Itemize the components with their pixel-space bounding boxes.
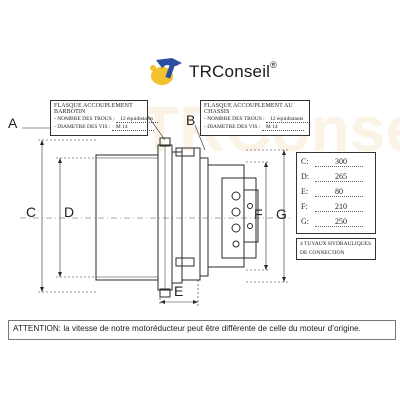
label-e: E (174, 283, 184, 299)
label-d: D (64, 204, 75, 220)
label-g: G (276, 206, 287, 222)
motor-hub (207, 164, 245, 268)
dimensions-table: C:300 D:265 E:80 F:210 G:250 (296, 152, 376, 234)
dimension-row-g: G:250 (301, 217, 373, 228)
flange-chassis-holes: - NOMBRE DES TROUS : 12 équidistants (204, 116, 309, 123)
label-c: C (26, 204, 37, 220)
hydraulics-line-2: DE CONNECTION (300, 250, 345, 256)
trconseil-logo: TRConseil® (142, 54, 292, 90)
attention-notice: ATTENTION: la vitesse de notre motoréduc… (8, 320, 396, 340)
dimension-row-f: F:210 (301, 202, 373, 213)
flange-chassis-box: FLASQUE ACCOUPLEMENT AU CHASSIS - NOMBRE… (200, 100, 310, 136)
flange-barbotin-title: FLASQUE ACCOUPLEMENT BARBOTIN (54, 103, 133, 115)
dimension-row-d: D:265 (301, 172, 373, 183)
logo-mark-icon (150, 58, 182, 85)
motor-drum (95, 154, 159, 281)
hydraulics-note: 4 TUYAUX HYDRAULIQUES DE CONNECTION (296, 238, 376, 260)
label-f: F (254, 206, 263, 222)
dimension-row-c: C:300 (301, 157, 373, 168)
flange-barbotin-screw: - DIAMETRE DES VIS : M 14 (54, 124, 154, 131)
hydraulics-line-1: 4 TUYAUX HYDRAULIQUES (300, 241, 372, 247)
flange-barbotin-box: FLASQUE ACCOUPLEMENT BARBOTIN - NOMBRE D… (50, 100, 159, 136)
attention-notice-text: ATTENTION: la vitesse de notre motoréduc… (13, 324, 361, 333)
label-b: B (186, 112, 196, 128)
brand-name: TRConseil® (189, 60, 277, 81)
chassis-flange (181, 147, 201, 281)
flange-chassis-screw: - DIAMETRE DES VIS : M 14 (204, 124, 306, 131)
flange-chassis-title: FLASQUE ACCOUPLEMENT AU CHASSIS (204, 103, 293, 115)
flange-barbotin-holes: - NOMBRE DES TROUS : 12 équidistants (54, 116, 159, 123)
dimension-row-e: E:80 (301, 187, 373, 198)
label-a: A (8, 115, 18, 131)
